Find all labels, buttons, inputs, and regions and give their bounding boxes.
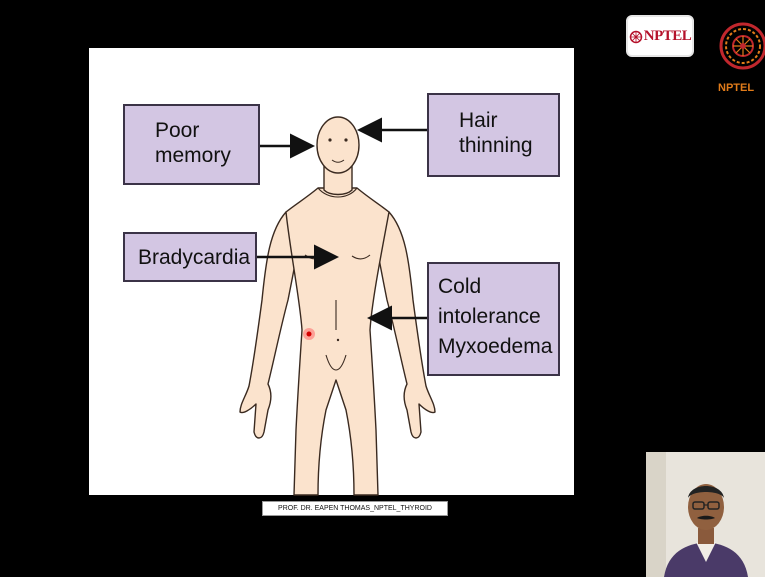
nptel-badge-logo: NPTEL (626, 15, 694, 57)
nptel-badge-text: NPTEL (644, 28, 692, 44)
callout-cold-intolerance-line-1: Cold (438, 274, 558, 299)
callout-cold-intolerance-line-2: intolerance (438, 304, 558, 329)
nptel-wheel-logo (718, 18, 765, 80)
nptel-wheel-label: NPTEL (718, 82, 765, 94)
callout-poor-memory-line-2: memory (155, 143, 258, 168)
callout-poor-memory: Poor memory (123, 104, 260, 185)
callout-cold-intolerance-line-3: Myxoedema (438, 334, 558, 359)
wheel-icon (629, 30, 643, 44)
presenter-webcam (646, 452, 765, 577)
presenter-figure (646, 452, 765, 577)
callout-bradycardia-line-1: Bradycardia (138, 245, 255, 270)
slide-footer-caption: PROF. DR. EAPEN THOMAS_NPTEL_THYROID (262, 501, 448, 516)
callout-poor-memory-line-1: Poor (155, 118, 258, 143)
callout-cold-intolerance: Cold intolerance Myxoedema (427, 262, 560, 376)
callout-hair-thinning-line-1: Hair (459, 108, 558, 133)
callout-bradycardia: Bradycardia (123, 232, 257, 282)
callout-hair-thinning-line-2: thinning (459, 133, 558, 158)
callout-hair-thinning: Hair thinning (427, 93, 560, 177)
